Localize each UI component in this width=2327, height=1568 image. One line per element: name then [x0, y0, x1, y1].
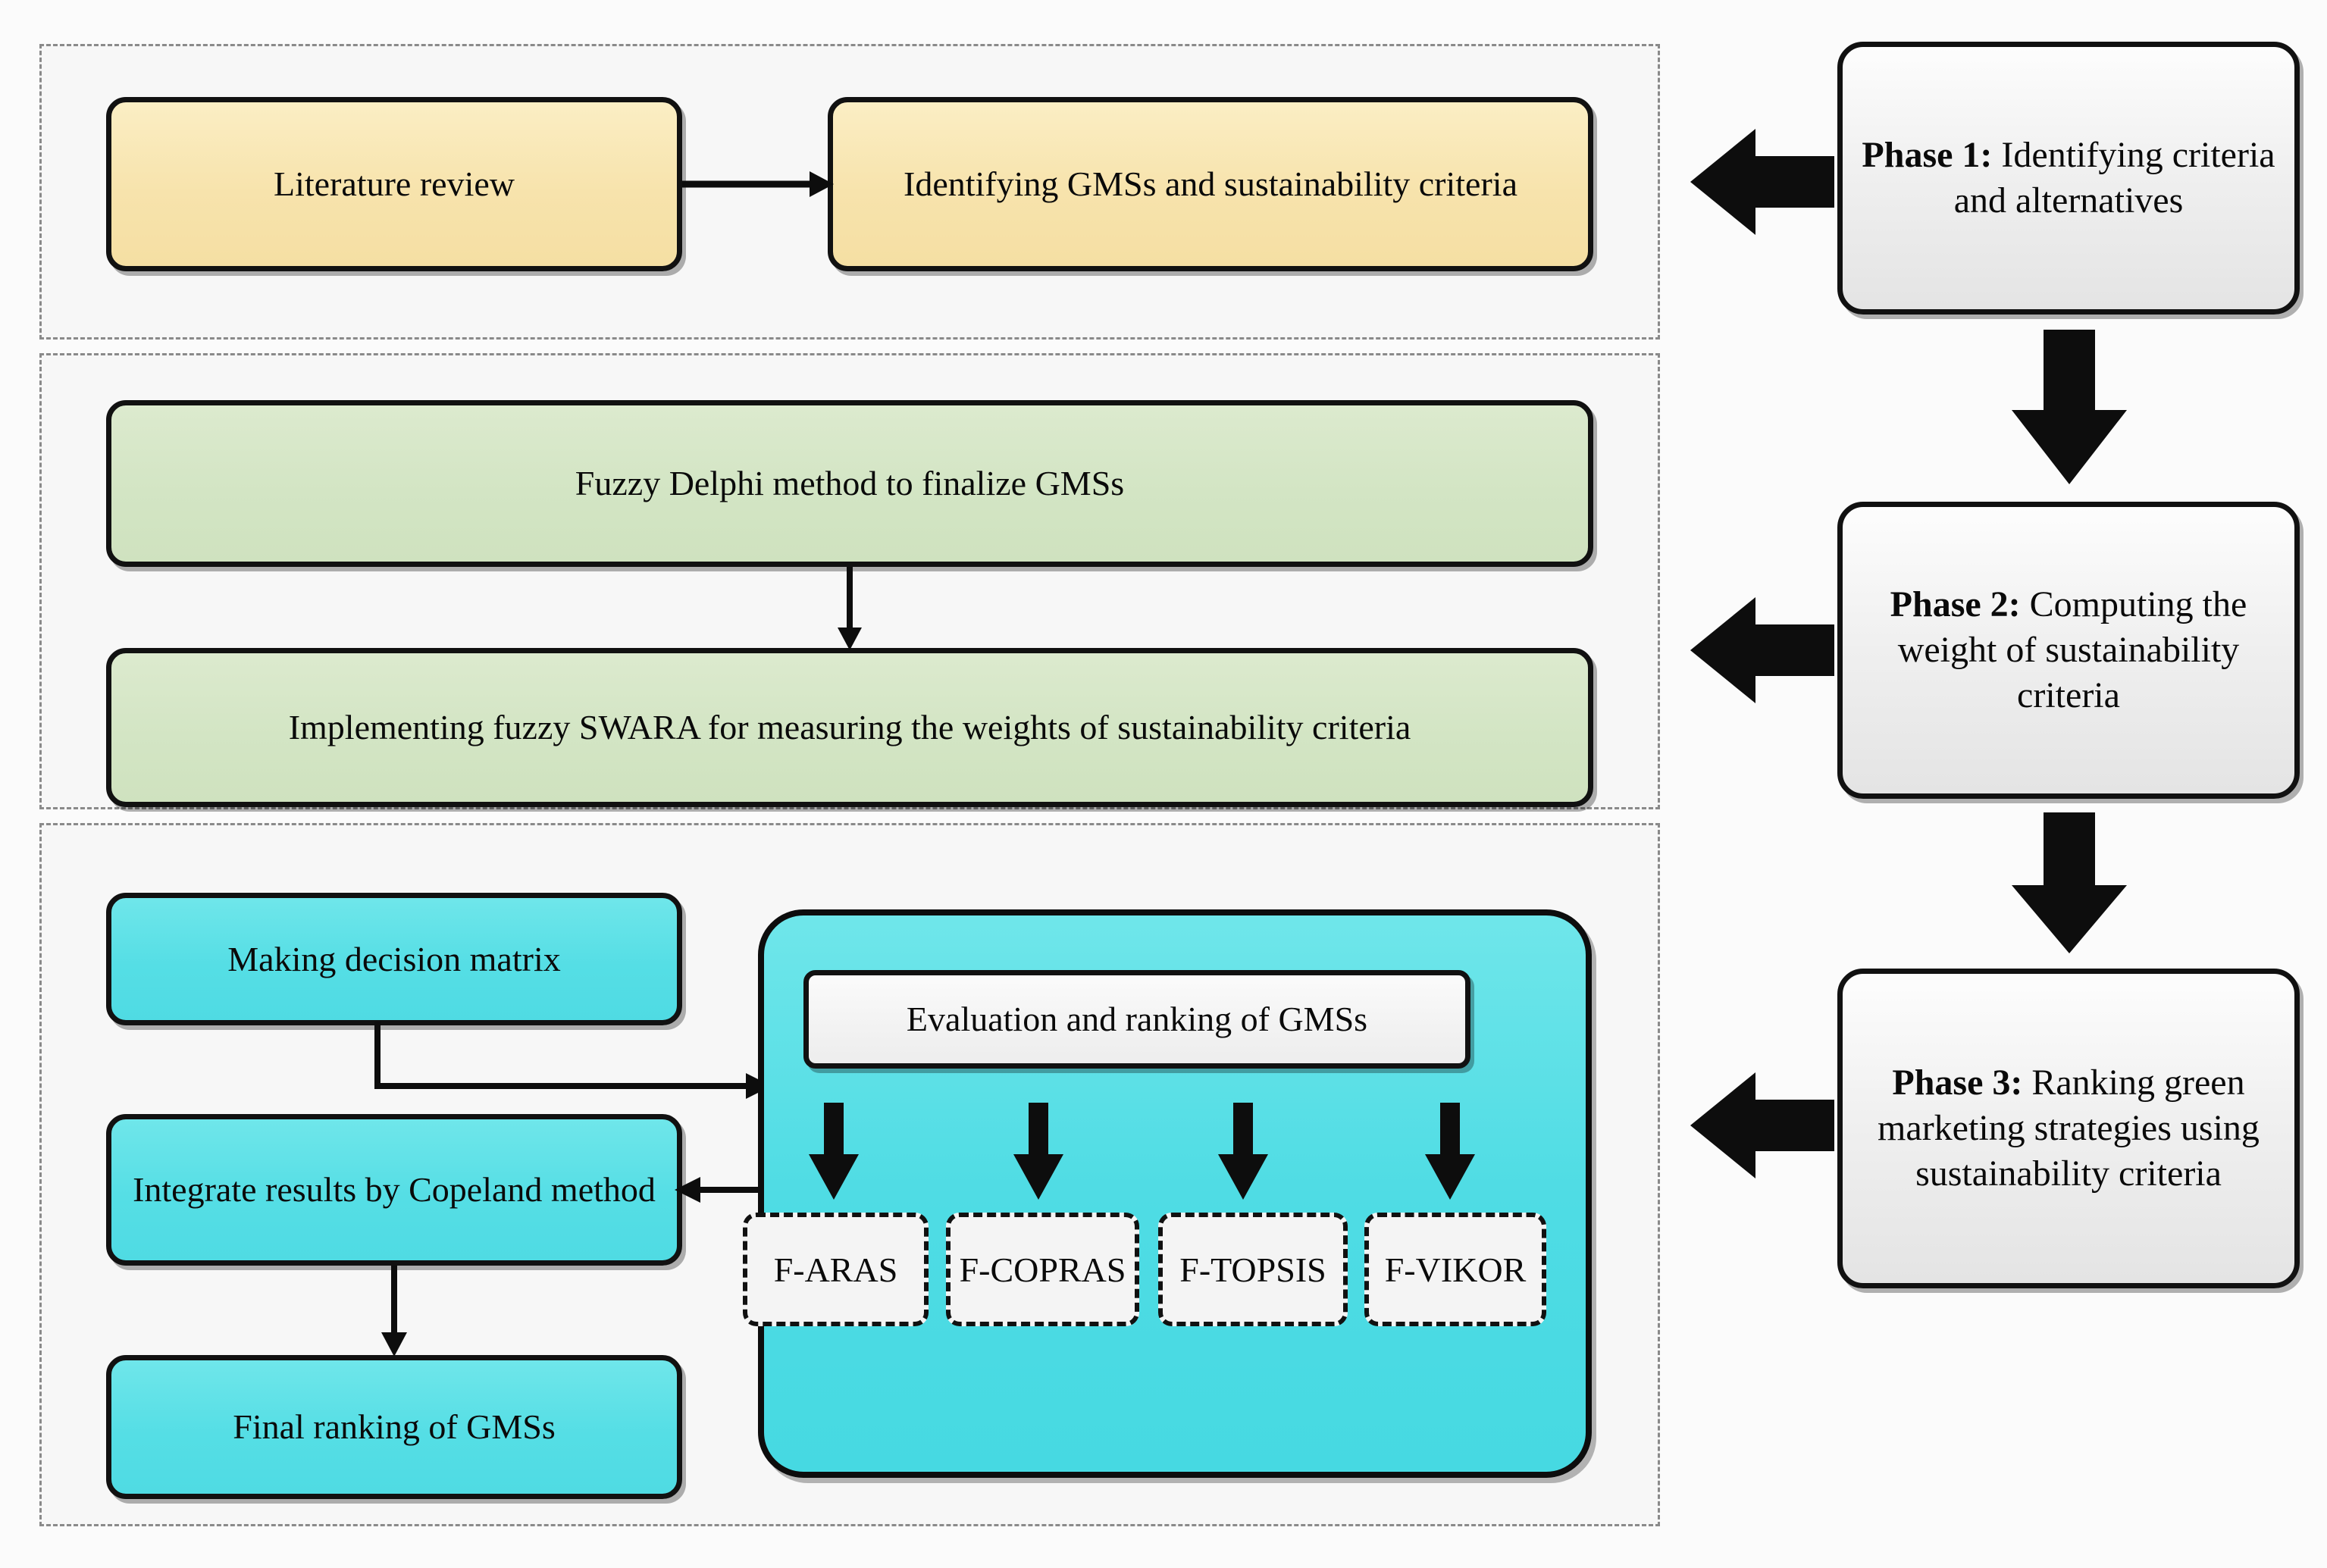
arrow-decision-matrix-to-evaluation: [374, 1022, 772, 1099]
fat-arrow-down-to-f-aras: [809, 1103, 859, 1200]
phase-label-box-1-prefix: Phase 1:: [1862, 135, 1993, 175]
process-box-identifying-gmss[interactable]: Identifying GMSs and sustainability crit…: [828, 97, 1593, 271]
phase-label-box-1[interactable]: Phase 1: Identifying criteria and altern…: [1837, 42, 2300, 315]
fat-arrow-left-phase-3: [1690, 1072, 1834, 1178]
fat-arrow-down-to-f-vikor: [1425, 1103, 1475, 1200]
fat-arrow-down-phase-1-to-2: [2012, 330, 2127, 484]
method-box-f-vikor-label: F-VIKOR: [1384, 1250, 1527, 1289]
process-box-integrate-copeland[interactable]: Integrate results by Copeland method: [106, 1114, 682, 1266]
process-box-literature-review[interactable]: Literature review: [106, 97, 682, 271]
phase-label-box-3-text: Phase 3: Ranking green marketing strateg…: [1856, 1060, 2281, 1197]
arrow-literature-to-identifying: [682, 171, 834, 197]
phase-label-box-2-prefix: Phase 2:: [1890, 584, 2021, 624]
phase-label-box-2-text: Phase 2: Computing the weight of sustain…: [1856, 582, 2281, 718]
evaluation-group-header[interactable]: Evaluation and ranking of GMSs: [803, 970, 1470, 1069]
method-box-f-aras-label: F-ARAS: [773, 1250, 898, 1289]
method-box-f-copras[interactable]: F-COPRAS: [946, 1213, 1139, 1326]
process-box-making-decision-matrix-label: Making decision matrix: [227, 939, 561, 978]
process-box-fuzzy-delphi-label: Fuzzy Delphi method to finalize GMSs: [575, 464, 1125, 503]
process-box-final-ranking-label: Final ranking of GMSs: [233, 1407, 556, 1447]
method-box-f-topsis[interactable]: F-TOPSIS: [1158, 1213, 1348, 1326]
process-box-integrate-copeland-label: Integrate results by Copeland method: [133, 1170, 656, 1210]
process-box-fuzzy-swara[interactable]: Implementing fuzzy SWARA for measuring t…: [106, 648, 1593, 807]
phase-label-box-3-prefix: Phase 3:: [1892, 1063, 2023, 1103]
method-box-f-topsis-label: F-TOPSIS: [1179, 1250, 1326, 1289]
process-box-fuzzy-delphi[interactable]: Fuzzy Delphi method to finalize GMSs: [106, 400, 1593, 567]
process-box-identifying-gmss-label: Identifying GMSs and sustainability crit…: [904, 164, 1517, 204]
process-box-literature-review-label: Literature review: [274, 164, 515, 204]
phase-label-box-1-rest: Identifying criteria and alternatives: [1953, 135, 2275, 221]
process-box-final-ranking[interactable]: Final ranking of GMSs: [106, 1355, 682, 1499]
method-box-f-vikor[interactable]: F-VIKOR: [1364, 1213, 1546, 1326]
fat-arrow-left-phase-1: [1690, 129, 1834, 235]
phase-label-box-2-rest: Computing the weight of sustainability c…: [1897, 584, 2247, 715]
arrow-copeland-to-final-ranking: [381, 1266, 407, 1357]
evaluation-group-header-label: Evaluation and ranking of GMSs: [906, 1000, 1368, 1039]
phase-label-box-3[interactable]: Phase 3: Ranking green marketing strateg…: [1837, 969, 2300, 1288]
phase-label-box-3-rest: Ranking green marketing strategies using…: [1878, 1063, 2260, 1194]
process-box-fuzzy-swara-label: Implementing fuzzy SWARA for measuring t…: [288, 708, 1411, 747]
arrow-delphi-to-swara: [838, 567, 862, 650]
method-box-f-aras[interactable]: F-ARAS: [743, 1213, 929, 1326]
fat-arrow-down-phase-2-to-3: [2012, 812, 2127, 953]
fat-arrow-down-to-f-copras: [1013, 1103, 1063, 1200]
phase-label-box-2[interactable]: Phase 2: Computing the weight of sustain…: [1837, 502, 2300, 799]
fat-arrow-left-phase-2: [1690, 597, 1834, 703]
fat-arrow-down-to-f-topsis: [1218, 1103, 1268, 1200]
process-box-making-decision-matrix[interactable]: Making decision matrix: [106, 893, 682, 1025]
method-box-f-copras-label: F-COPRAS: [959, 1250, 1126, 1289]
phase-label-box-1-text: Phase 1: Identifying criteria and altern…: [1856, 133, 2281, 224]
